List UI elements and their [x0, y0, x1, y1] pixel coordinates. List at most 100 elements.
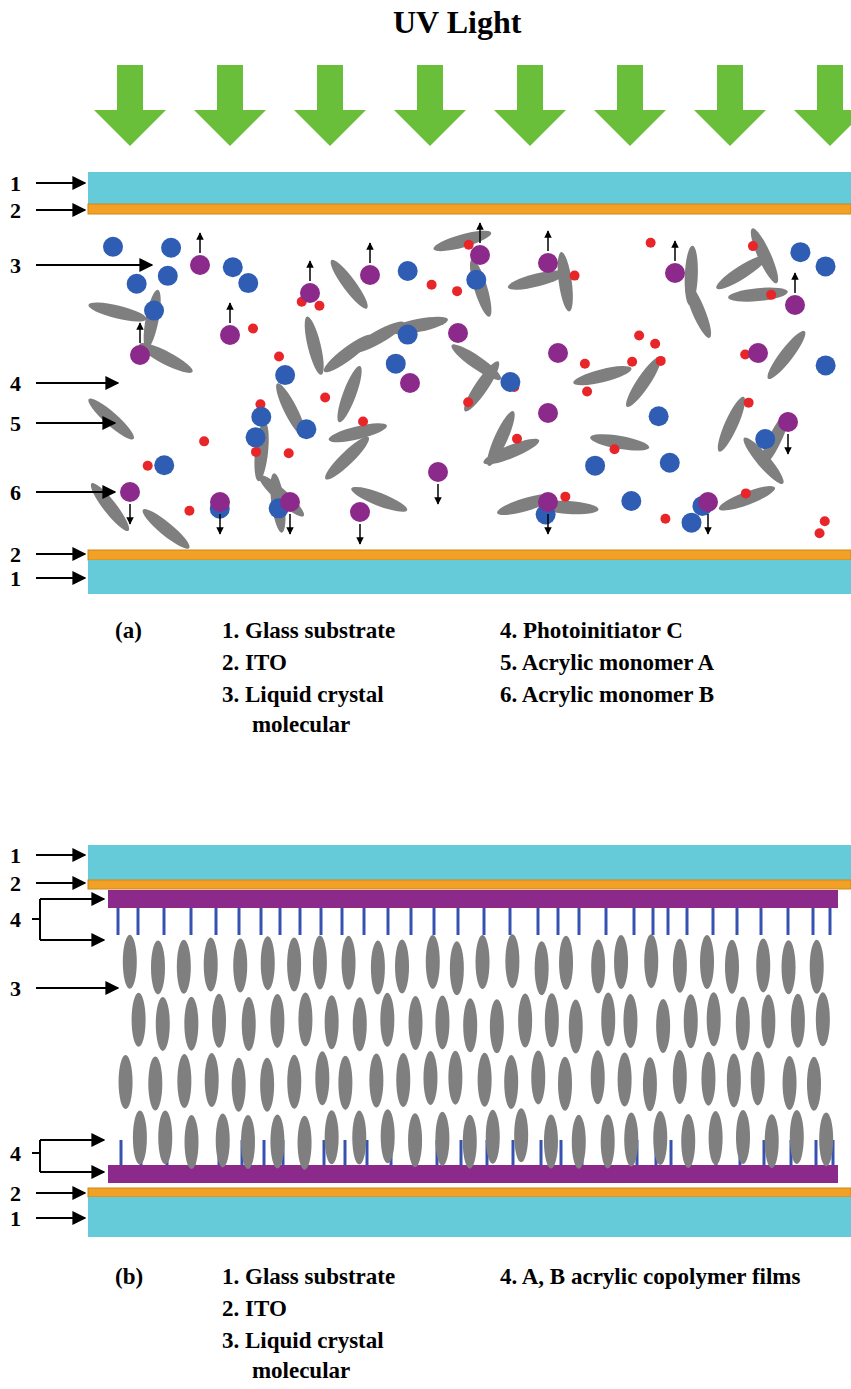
lc-molecule	[177, 940, 191, 994]
polymer-chain	[557, 908, 560, 935]
migration-arrow	[359, 524, 361, 544]
uv-arrow	[794, 65, 851, 146]
lc-molecule	[673, 939, 687, 993]
monomer-a	[466, 270, 486, 290]
lc-molecule	[338, 1056, 352, 1110]
polymer-chain	[686, 908, 689, 935]
monomer-a	[398, 325, 418, 345]
lc-molecule	[618, 1053, 632, 1107]
lc-molecule	[763, 327, 810, 383]
lc-molecule	[717, 482, 778, 515]
monomer-b	[785, 295, 805, 315]
migration-arrow	[674, 241, 676, 261]
lc-molecule	[700, 935, 714, 989]
callout-arrow	[36, 1217, 85, 1219]
photoinitiator	[452, 286, 462, 296]
callout-arrow	[36, 882, 85, 884]
lc-molecule	[673, 1050, 687, 1104]
polymer-chain	[652, 908, 655, 935]
callout-arrow	[36, 577, 85, 579]
photoinitiator	[427, 280, 437, 290]
photoinitiator	[560, 492, 570, 502]
migration-arrow	[219, 514, 221, 534]
lc-molecule	[601, 1115, 615, 1169]
lc-molecule	[572, 1115, 586, 1169]
photoinitiator	[199, 436, 209, 446]
lc-molecule	[569, 1000, 583, 1054]
polymer-chain	[344, 1140, 347, 1165]
polymer-chain	[120, 1140, 123, 1165]
photoinitiator	[748, 241, 758, 251]
lc-molecule	[623, 994, 637, 1048]
monomer-a	[144, 301, 164, 321]
lc-molecule	[352, 1111, 366, 1165]
lc-molecule	[816, 992, 830, 1046]
copolymer-film	[108, 1165, 838, 1183]
callout-arrow	[36, 209, 85, 211]
uv-label: UV Light	[393, 2, 521, 44]
lc-molecule	[727, 285, 788, 304]
lc-molecule	[408, 1113, 422, 1167]
lc-molecule	[133, 1111, 147, 1165]
lc-molecule	[810, 940, 824, 994]
lc-molecule	[320, 330, 376, 376]
migration-arrow	[369, 243, 371, 263]
lc-molecule	[591, 940, 605, 994]
lc-molecule	[123, 935, 137, 989]
legend-text: 2. ITO	[222, 1294, 287, 1324]
lc-molecule	[790, 1110, 804, 1164]
callout-bracket	[39, 899, 41, 940]
copolymer-film	[108, 890, 838, 908]
monomer-a	[223, 257, 243, 277]
polymer-chain	[363, 908, 366, 935]
lc-molecule	[326, 256, 372, 312]
monomer-b	[130, 345, 150, 365]
glass-substrate	[88, 845, 851, 880]
callout-arrow	[36, 182, 85, 184]
lc-molecule	[463, 998, 477, 1052]
monomer-b	[210, 492, 230, 512]
aligned-lc	[119, 934, 834, 1170]
glass-substrate	[88, 560, 851, 594]
ito-layer	[88, 204, 851, 214]
lc-molecule	[727, 1053, 741, 1107]
callout-arrow	[36, 264, 152, 266]
polymer-chain	[670, 1140, 673, 1165]
monomer-a	[398, 261, 418, 281]
callout-arrow	[36, 422, 115, 424]
lc-molecule	[709, 1111, 723, 1165]
polymer-chain	[238, 908, 241, 935]
lc-molecule	[87, 299, 148, 326]
lc-molecule	[396, 1053, 410, 1107]
polymer-chain	[433, 908, 436, 935]
photoinitiator	[580, 359, 590, 369]
callout-arrow	[40, 939, 104, 941]
lc-molecule	[783, 1056, 797, 1110]
migration-arrow	[479, 223, 481, 243]
callout-number: 1	[10, 842, 21, 871]
polymer-chain	[410, 908, 413, 935]
lc-molecule	[204, 938, 218, 992]
polymer-chain	[460, 1140, 463, 1165]
ito-layer	[88, 1188, 851, 1197]
lc-molecule	[270, 1115, 284, 1169]
polymer-chain	[260, 908, 263, 935]
uv-arrow	[194, 65, 266, 146]
lc-molecule	[435, 995, 449, 1049]
photoinitiator	[464, 240, 474, 250]
callout-number: 2	[10, 541, 21, 570]
lc-molecule	[327, 419, 388, 446]
monomer-a	[386, 354, 406, 374]
monomer-a	[238, 273, 258, 293]
polymer-chain	[163, 908, 166, 935]
lc-molecule	[765, 1114, 779, 1168]
migration-arrow	[199, 233, 201, 253]
photoinitiator	[463, 397, 473, 407]
lc-molecule	[325, 995, 339, 1049]
migration-arrow	[129, 504, 131, 524]
legend-text: (b)	[115, 1262, 143, 1292]
lc-molecule	[255, 471, 308, 521]
ito-layer	[88, 880, 851, 889]
lc-molecule	[684, 245, 699, 305]
monomer-a	[681, 513, 701, 533]
